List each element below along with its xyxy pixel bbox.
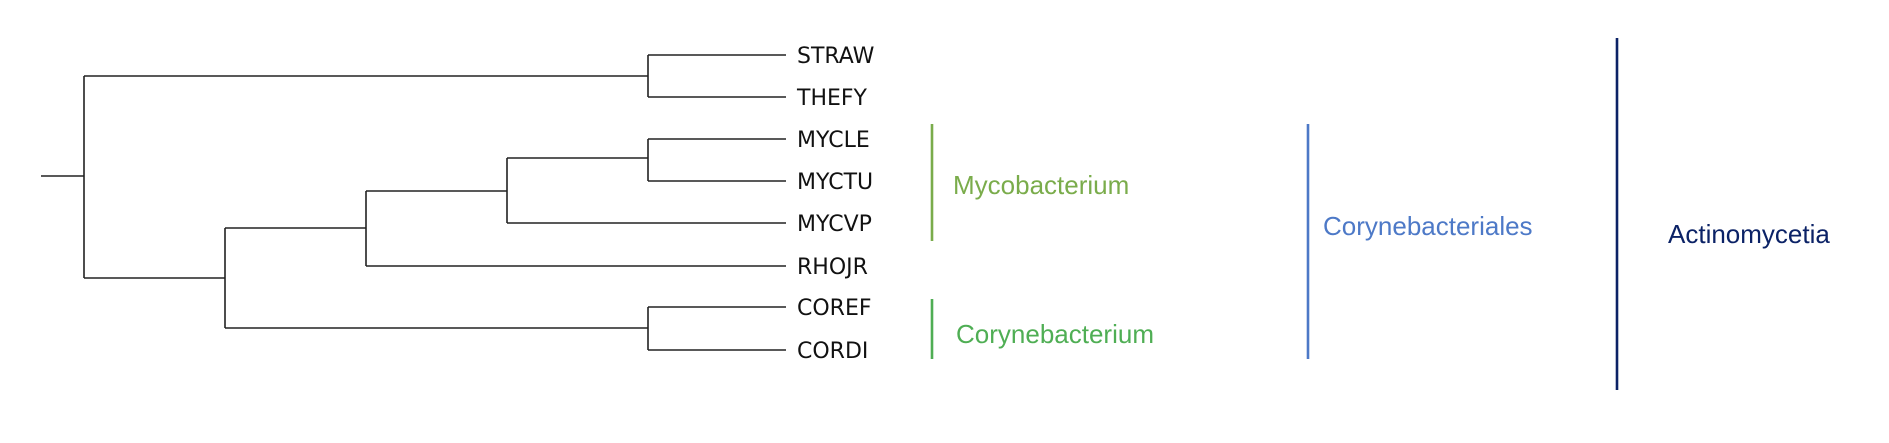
leaf-label-thefy: THEFY [796, 86, 868, 111]
clade-label-mycobacterium: Mycobacterium [953, 170, 1129, 200]
clade-annotation-corynebacteriales: Corynebacteriales [1306, 124, 1533, 359]
tree-branches [41, 54, 786, 351]
clade-label-corynebacteriales: Corynebacteriales [1323, 211, 1533, 241]
clade-annotation-mycobacterium: Mycobacterium [930, 124, 1129, 241]
leaf-label-rhojr: RHOJR [797, 255, 868, 280]
leaf-label-myctu: MYCTU [797, 170, 873, 195]
leaf-label-mycle: MYCLE [797, 128, 870, 153]
leaf-label-coref: COREF [797, 296, 872, 321]
clade-annotation-corynebacterium: Corynebacterium [930, 299, 1154, 359]
leaf-label-straw: STRAW [797, 44, 875, 69]
clade-label-actinomycetia: Actinomycetia [1668, 219, 1830, 249]
leaf-label-mycvp: MYCVP [797, 212, 872, 237]
leaf-label-cordi: CORDI [797, 339, 868, 364]
clade-annotation-actinomycetia: Actinomycetia [1615, 38, 1830, 390]
leaf-labels: STRAW THEFY MYCLE MYCTU MYCVP RHOJR CORE… [796, 44, 875, 364]
clade-label-corynebacterium: Corynebacterium [956, 319, 1154, 349]
